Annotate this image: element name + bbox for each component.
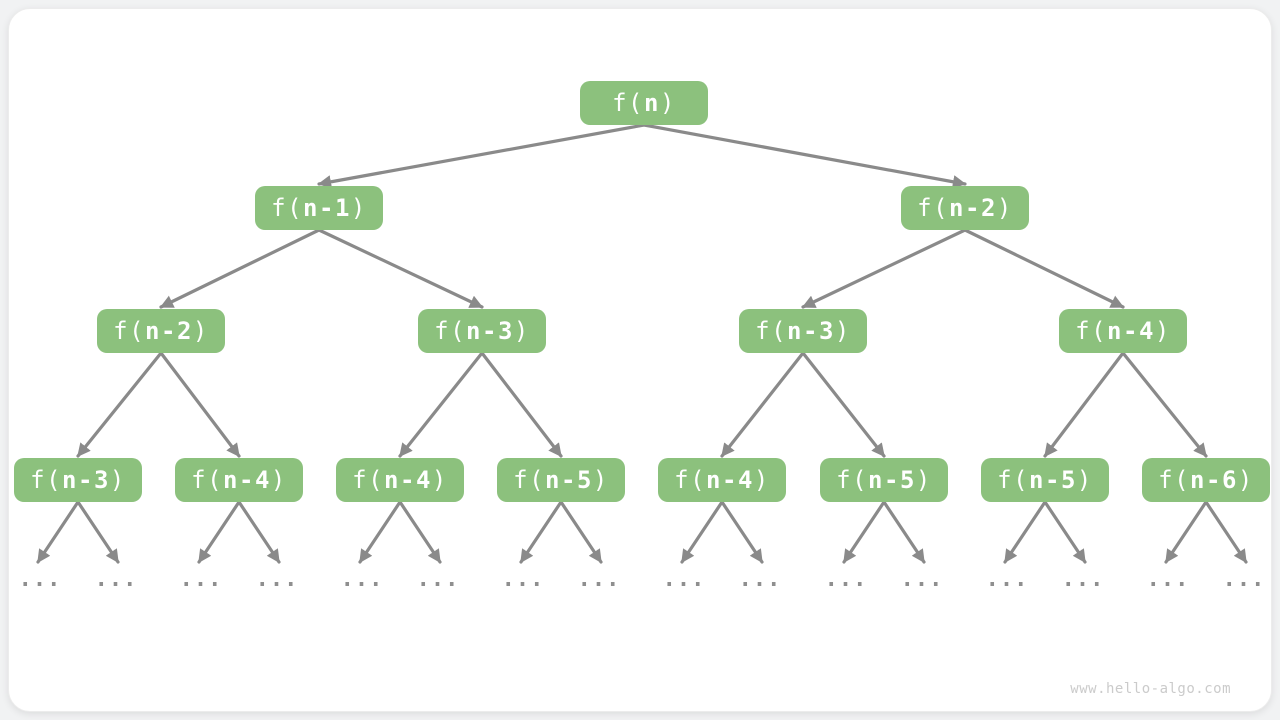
tree-node-l3-f-n-4: f(n-4) (1059, 309, 1187, 353)
ellipsis-leaf: ... (1061, 567, 1105, 592)
node-label: f( (30, 466, 63, 494)
tree-edges (36, 123, 1248, 564)
ellipsis-leaf: ... (985, 567, 1029, 592)
node-label: f( (352, 466, 385, 494)
ellipsis-leaf: ... (94, 567, 138, 592)
ellipsis-leaf: ... (179, 567, 223, 592)
node-label: f( (1075, 317, 1108, 345)
ellipsis-leaf: ... (1146, 567, 1190, 592)
tree-node-l4-f-n-4b: f(n-4) (336, 458, 464, 502)
ellipsis-leaf: ... (738, 567, 782, 592)
node-label: f( (513, 466, 546, 494)
tree-node-l4-f-n-4: f(n-4) (175, 458, 303, 502)
tree-node-l4-f-n-5: f(n-5) (497, 458, 625, 502)
tree-node-l4-f-n-5b: f(n-5) (820, 458, 948, 502)
edge-lines (36, 123, 1248, 564)
ellipsis-leaf: ... (1222, 567, 1266, 592)
tree-node-l2-f-n-2: f(n-2) (901, 186, 1029, 230)
tree-node-l4-f-n-3: f(n-3) (14, 458, 142, 502)
ellipsis-leaf: ... (18, 567, 62, 592)
ellipsis-leaf: ... (416, 567, 460, 592)
node-label: f( (755, 317, 788, 345)
watermark: www.hello-algo.com (1070, 681, 1231, 697)
ellipsis-leaf: ... (501, 567, 545, 592)
tree-node-l3-f-n-3b: f(n-3) (739, 309, 867, 353)
ellipsis-leaf: ... (255, 567, 299, 592)
tree-node-l2-f-n-1: f(n-1) (255, 186, 383, 230)
ellipsis-leaf: ... (577, 567, 621, 592)
node-label: f( (612, 89, 644, 117)
tree-node-root-f-n: f(n) (580, 81, 708, 125)
node-label: f( (674, 466, 707, 494)
node-label: f( (271, 194, 304, 222)
node-label: f( (836, 466, 869, 494)
node-label: f( (113, 317, 146, 345)
tree-node-l4-f-n-6: f(n-6) (1142, 458, 1270, 502)
tree-node-l4-f-n-4c: f(n-4) (658, 458, 786, 502)
node-label: f( (434, 317, 467, 345)
tree-node-l3-f-n-3: f(n-3) (418, 309, 546, 353)
node-label: f( (1158, 466, 1191, 494)
tree-node-l3-f-n-2: f(n-2) (97, 309, 225, 353)
node-label: f( (917, 194, 950, 222)
node-label: f( (191, 466, 224, 494)
tree-node-l4-f-n-5c: f(n-5) (981, 458, 1109, 502)
ellipsis-leaf: ... (340, 567, 384, 592)
ellipsis-leaf: ... (900, 567, 944, 592)
diagram-card: f(n) f(n-1) f(n-2) f(n-2) f(n-3) f(n-3) … (8, 8, 1272, 712)
ellipsis-leaf: ... (824, 567, 868, 592)
ellipsis-leaf: ... (662, 567, 706, 592)
node-label: f( (997, 466, 1030, 494)
